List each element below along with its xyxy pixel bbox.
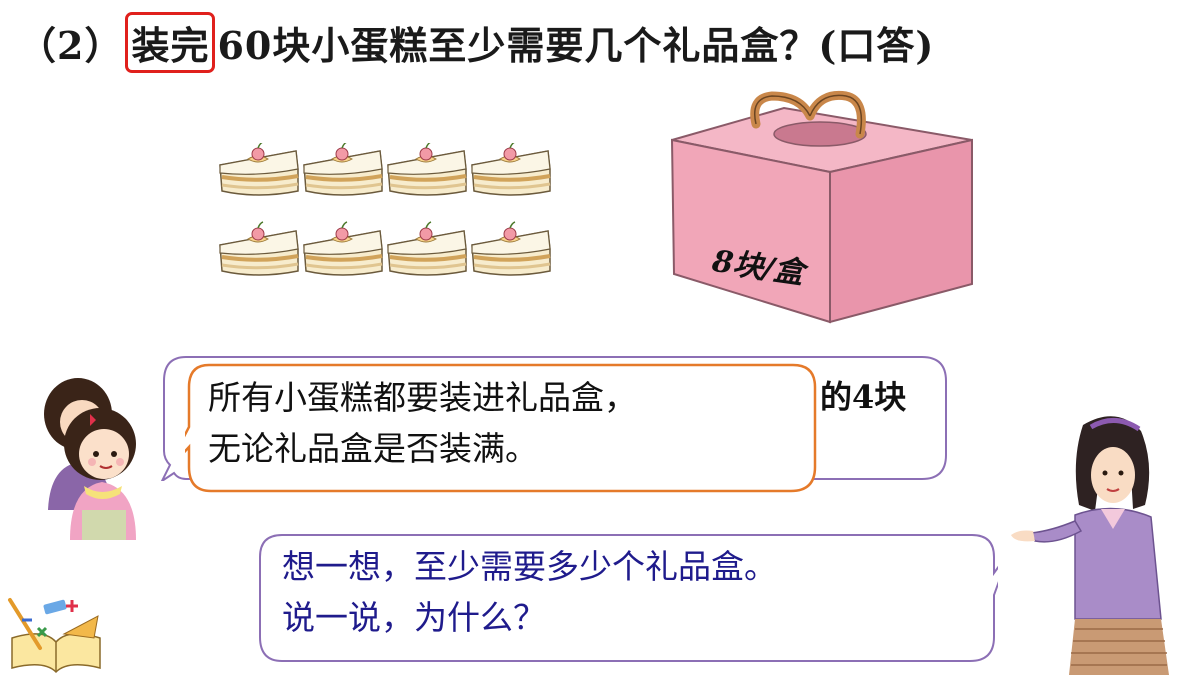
cake-slices-group <box>218 143 552 277</box>
cake-slice-icon <box>470 143 552 197</box>
teacher-bubble-line-1: 想一想，至少需要多少个礼品盒。 <box>282 547 777 586</box>
cake-slice-icon <box>470 220 552 277</box>
teacher-illustration <box>1011 416 1169 675</box>
teacher-bubble-text: 想一想，至少需要多少个礼品盒。 说一说，为什么？ <box>282 541 982 643</box>
cake-slice-icon <box>302 220 384 277</box>
question-number: （2） <box>18 22 124 68</box>
children-illustration <box>44 378 136 540</box>
question-title: （2） 装完 60块小蛋糕至少需要几个礼品盒？(口答) <box>18 11 935 73</box>
front-bubble-text: 所有小蛋糕都要装进礼品盒， 无论礼品盒是否装满。 <box>208 372 808 474</box>
question-text: 60块小蛋糕至少需要几个礼品盒？(口答) <box>217 22 935 68</box>
highlighted-keyword: 装完 <box>125 11 216 73</box>
front-bubble-line-1: 所有小蛋糕都要装进礼品盒， <box>208 378 637 417</box>
cake-slice-icon <box>386 143 468 197</box>
speech-bubble-front <box>185 363 817 493</box>
cake-slice-icon <box>218 143 300 197</box>
teacher-speech-bubble <box>259 534 998 662</box>
cake-slice-icon <box>302 143 384 197</box>
cake-slice-icon <box>386 220 468 277</box>
back-bubble-text-fragment: 的4块 <box>820 378 907 416</box>
cake-slice-icon <box>218 220 300 277</box>
math-book-logo-icon <box>8 598 101 674</box>
gift-box-icon <box>670 90 973 324</box>
front-bubble-line-2: 无论礼品盒是否装满。 <box>208 429 538 468</box>
teacher-bubble-line-2: 说一说，为什么？ <box>282 598 546 637</box>
